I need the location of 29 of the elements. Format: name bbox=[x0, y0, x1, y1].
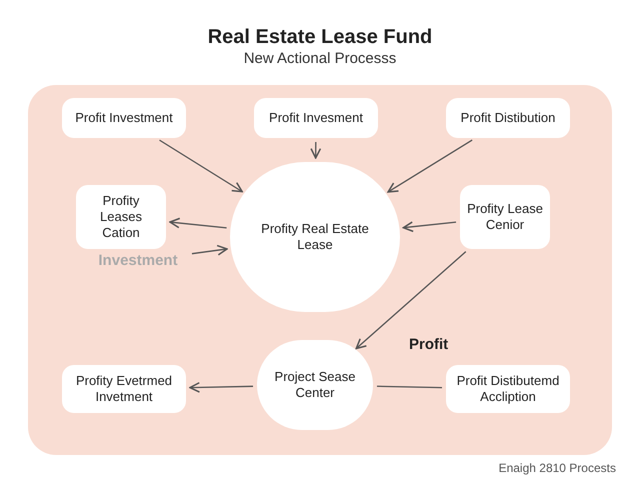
node-label: Investment bbox=[98, 252, 178, 270]
arrow bbox=[169, 218, 227, 229]
node-text: Profity Lease Cenior bbox=[466, 200, 544, 234]
footer-note: Enaigh 2810 Procests bbox=[498, 460, 616, 477]
arrow bbox=[310, 142, 322, 159]
process-box bbox=[446, 98, 570, 138]
process-box bbox=[62, 365, 186, 413]
diagram-title: Real Estate Lease Fund bbox=[206, 25, 434, 50]
node-text: Profit Invesment bbox=[269, 110, 363, 126]
arrow bbox=[402, 221, 456, 232]
subtitle: New Actional Processs bbox=[242, 49, 398, 69]
node-text: Profit Distibution bbox=[460, 110, 556, 126]
process-box bbox=[254, 98, 378, 138]
arrow bbox=[159, 140, 243, 192]
panel-background bbox=[28, 85, 612, 455]
node-text: Profit Investment bbox=[75, 110, 173, 126]
arrow bbox=[356, 251, 466, 350]
node-text: Profity Evetrmed Invetment bbox=[74, 372, 174, 406]
node-text: Profity Real Estate Lease bbox=[260, 220, 370, 254]
process-box bbox=[76, 185, 166, 249]
process-box bbox=[446, 365, 570, 413]
node-text: Profity Leases Cation bbox=[99, 192, 143, 242]
arrow bbox=[387, 140, 472, 193]
process-box bbox=[460, 185, 550, 249]
arrow bbox=[189, 382, 254, 393]
arrow bbox=[192, 244, 228, 256]
process-box bbox=[62, 98, 186, 138]
node-text: Profit Distibutemd Accliption bbox=[456, 372, 560, 406]
node-text: Project Sease Center bbox=[274, 368, 356, 402]
